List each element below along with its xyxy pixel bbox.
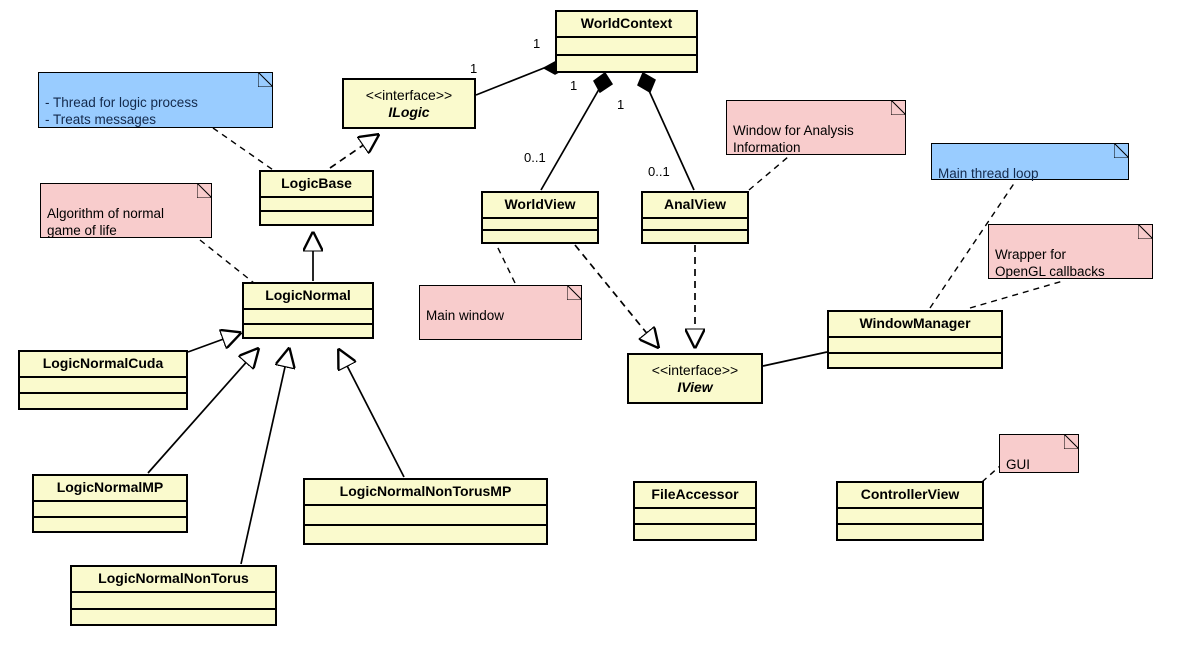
note-main-window[interactable]: Main window [419,285,582,340]
note-algorithm[interactable]: Algorithm of normal game of life [40,183,212,238]
class-box-controllerview[interactable]: ControllerView [836,481,984,541]
note-gui[interactable]: GUI [999,434,1079,473]
class-attributes-compartment [829,338,1001,354]
class-operations-compartment [34,518,186,532]
class-name-fileaccessor: FileAccessor [635,483,755,509]
class-attributes-compartment [838,509,982,525]
note-text: Main thread loop [938,166,1039,181]
class-operations-compartment [643,231,747,243]
class-operations-compartment [838,525,982,539]
multiplicity-ilogic-end: 1 [470,61,478,76]
interface-stereotype: <<interface>> [365,86,453,103]
interface-name-ilogic: ILogic [388,103,430,120]
class-name-windowmanager: WindowManager [829,312,1001,338]
class-box-logicnormalnontorusmp[interactable]: LogicNormalNonTorusMP [303,478,548,545]
class-operations-compartment [244,325,372,338]
class-attributes-compartment [20,378,186,394]
edge-cuda-logicnormal [187,333,240,353]
anchor-note-algorithm [199,239,255,284]
class-box-worldview[interactable]: WorldView [481,191,599,244]
class-name-logicnormalcuda: LogicNormalCuda [20,352,186,378]
class-name-logicnormal: LogicNormal [244,284,372,310]
class-box-logicnormalcuda[interactable]: LogicNormalCuda [18,350,188,410]
note-fold-corner [891,100,906,115]
note-opengl-wrapper[interactable]: Wrapper for OpenGL callbacks [988,224,1153,279]
class-name-logicbase: LogicBase [261,172,372,198]
class-name-analview: AnalView [643,193,747,219]
note-text: Window for Analysis Information [733,123,854,155]
class-box-fileaccessor[interactable]: FileAccessor [633,481,757,541]
class-attributes-compartment [635,509,755,525]
class-attributes-compartment [72,593,275,610]
note-main-thread-loop[interactable]: Main thread loop [931,143,1129,181]
class-name-logicnormalmp: LogicNormalMP [34,476,186,502]
class-name-controllerview: ControllerView [838,483,982,509]
note-text: GUI [1006,457,1031,472]
class-operations-compartment [261,212,372,224]
class-operations-compartment [635,525,755,539]
class-attributes-compartment [643,219,747,231]
class-attributes-compartment [34,502,186,518]
anchor-note-logic-thread [212,127,277,173]
multiplicity-wc-ilogic: 1 [533,36,541,51]
class-box-analview[interactable]: AnalView [641,191,749,244]
class-attributes-compartment [244,310,372,325]
anchor-note-gui [981,465,1001,483]
anchor-note-analysis [748,156,789,191]
class-attributes-compartment [261,198,372,212]
edge-worldcontext-ilogic [475,61,568,96]
anchor-note-opengl [969,280,1064,309]
edge-nontorus-logicnormal [240,349,289,565]
class-name-worldview: WorldView [483,193,597,219]
interface-box-ilogic[interactable]: <<interface>> ILogic [342,78,476,129]
class-attributes-compartment [483,219,597,231]
note-logic-thread[interactable]: - Thread for logic process - Treats mess… [38,72,273,128]
edge-nontorusmp-logicnormal [339,350,405,478]
class-attributes-compartment [557,38,696,56]
note-fold-corner [197,183,212,198]
class-box-worldcontext[interactable]: WorldContext [555,10,698,73]
edge-logicbase-ilogic [329,135,378,169]
class-operations-compartment [557,56,696,72]
class-box-windowmanager[interactable]: WindowManager [827,310,1003,369]
edge-iview-windowmanager [762,351,828,367]
class-name-logicnormalnontorusmp: LogicNormalNonTorusMP [305,480,546,506]
edge-worldview-iview [574,244,658,347]
class-operations-compartment [305,526,546,544]
class-attributes-compartment [305,506,546,526]
class-box-logicnormalmp[interactable]: LogicNormalMP [32,474,188,533]
class-box-logicnormal[interactable]: LogicNormal [242,282,374,339]
interface-box-iview[interactable]: <<interface>> IView [627,353,763,404]
note-text: Algorithm of normal game of life [47,206,165,238]
note-analysis-window[interactable]: Window for Analysis Information [726,100,906,155]
class-operations-compartment [829,354,1001,368]
anchor-note-main-window [496,245,516,284]
note-text: - Thread for logic process - Treats mess… [45,95,198,127]
interface-name-iview: IView [677,378,713,395]
note-text: Wrapper for OpenGL callbacks [995,247,1105,279]
class-name-logicnormalnontorus: LogicNormalNonTorus [72,567,275,593]
note-fold-corner [1114,143,1129,158]
class-operations-compartment [483,231,597,243]
multiplicity-worldview-end: 0..1 [524,150,546,165]
note-fold-corner [1064,434,1079,449]
note-fold-corner [258,72,273,87]
class-operations-compartment [72,610,275,625]
class-box-logicbase[interactable]: LogicBase [259,170,374,226]
class-name-worldcontext: WorldContext [557,12,696,38]
multiplicity-wc-analview: 1 [617,97,625,112]
class-box-logicnormalnontorus[interactable]: LogicNormalNonTorus [70,565,277,626]
note-text: Main window [426,308,505,323]
class-operations-compartment [20,394,186,408]
interface-stereotype: <<interface>> [651,361,739,378]
note-fold-corner [567,285,582,300]
multiplicity-wc-worldview: 1 [570,78,578,93]
multiplicity-analview-end: 0..1 [648,164,670,179]
note-fold-corner [1138,224,1153,239]
